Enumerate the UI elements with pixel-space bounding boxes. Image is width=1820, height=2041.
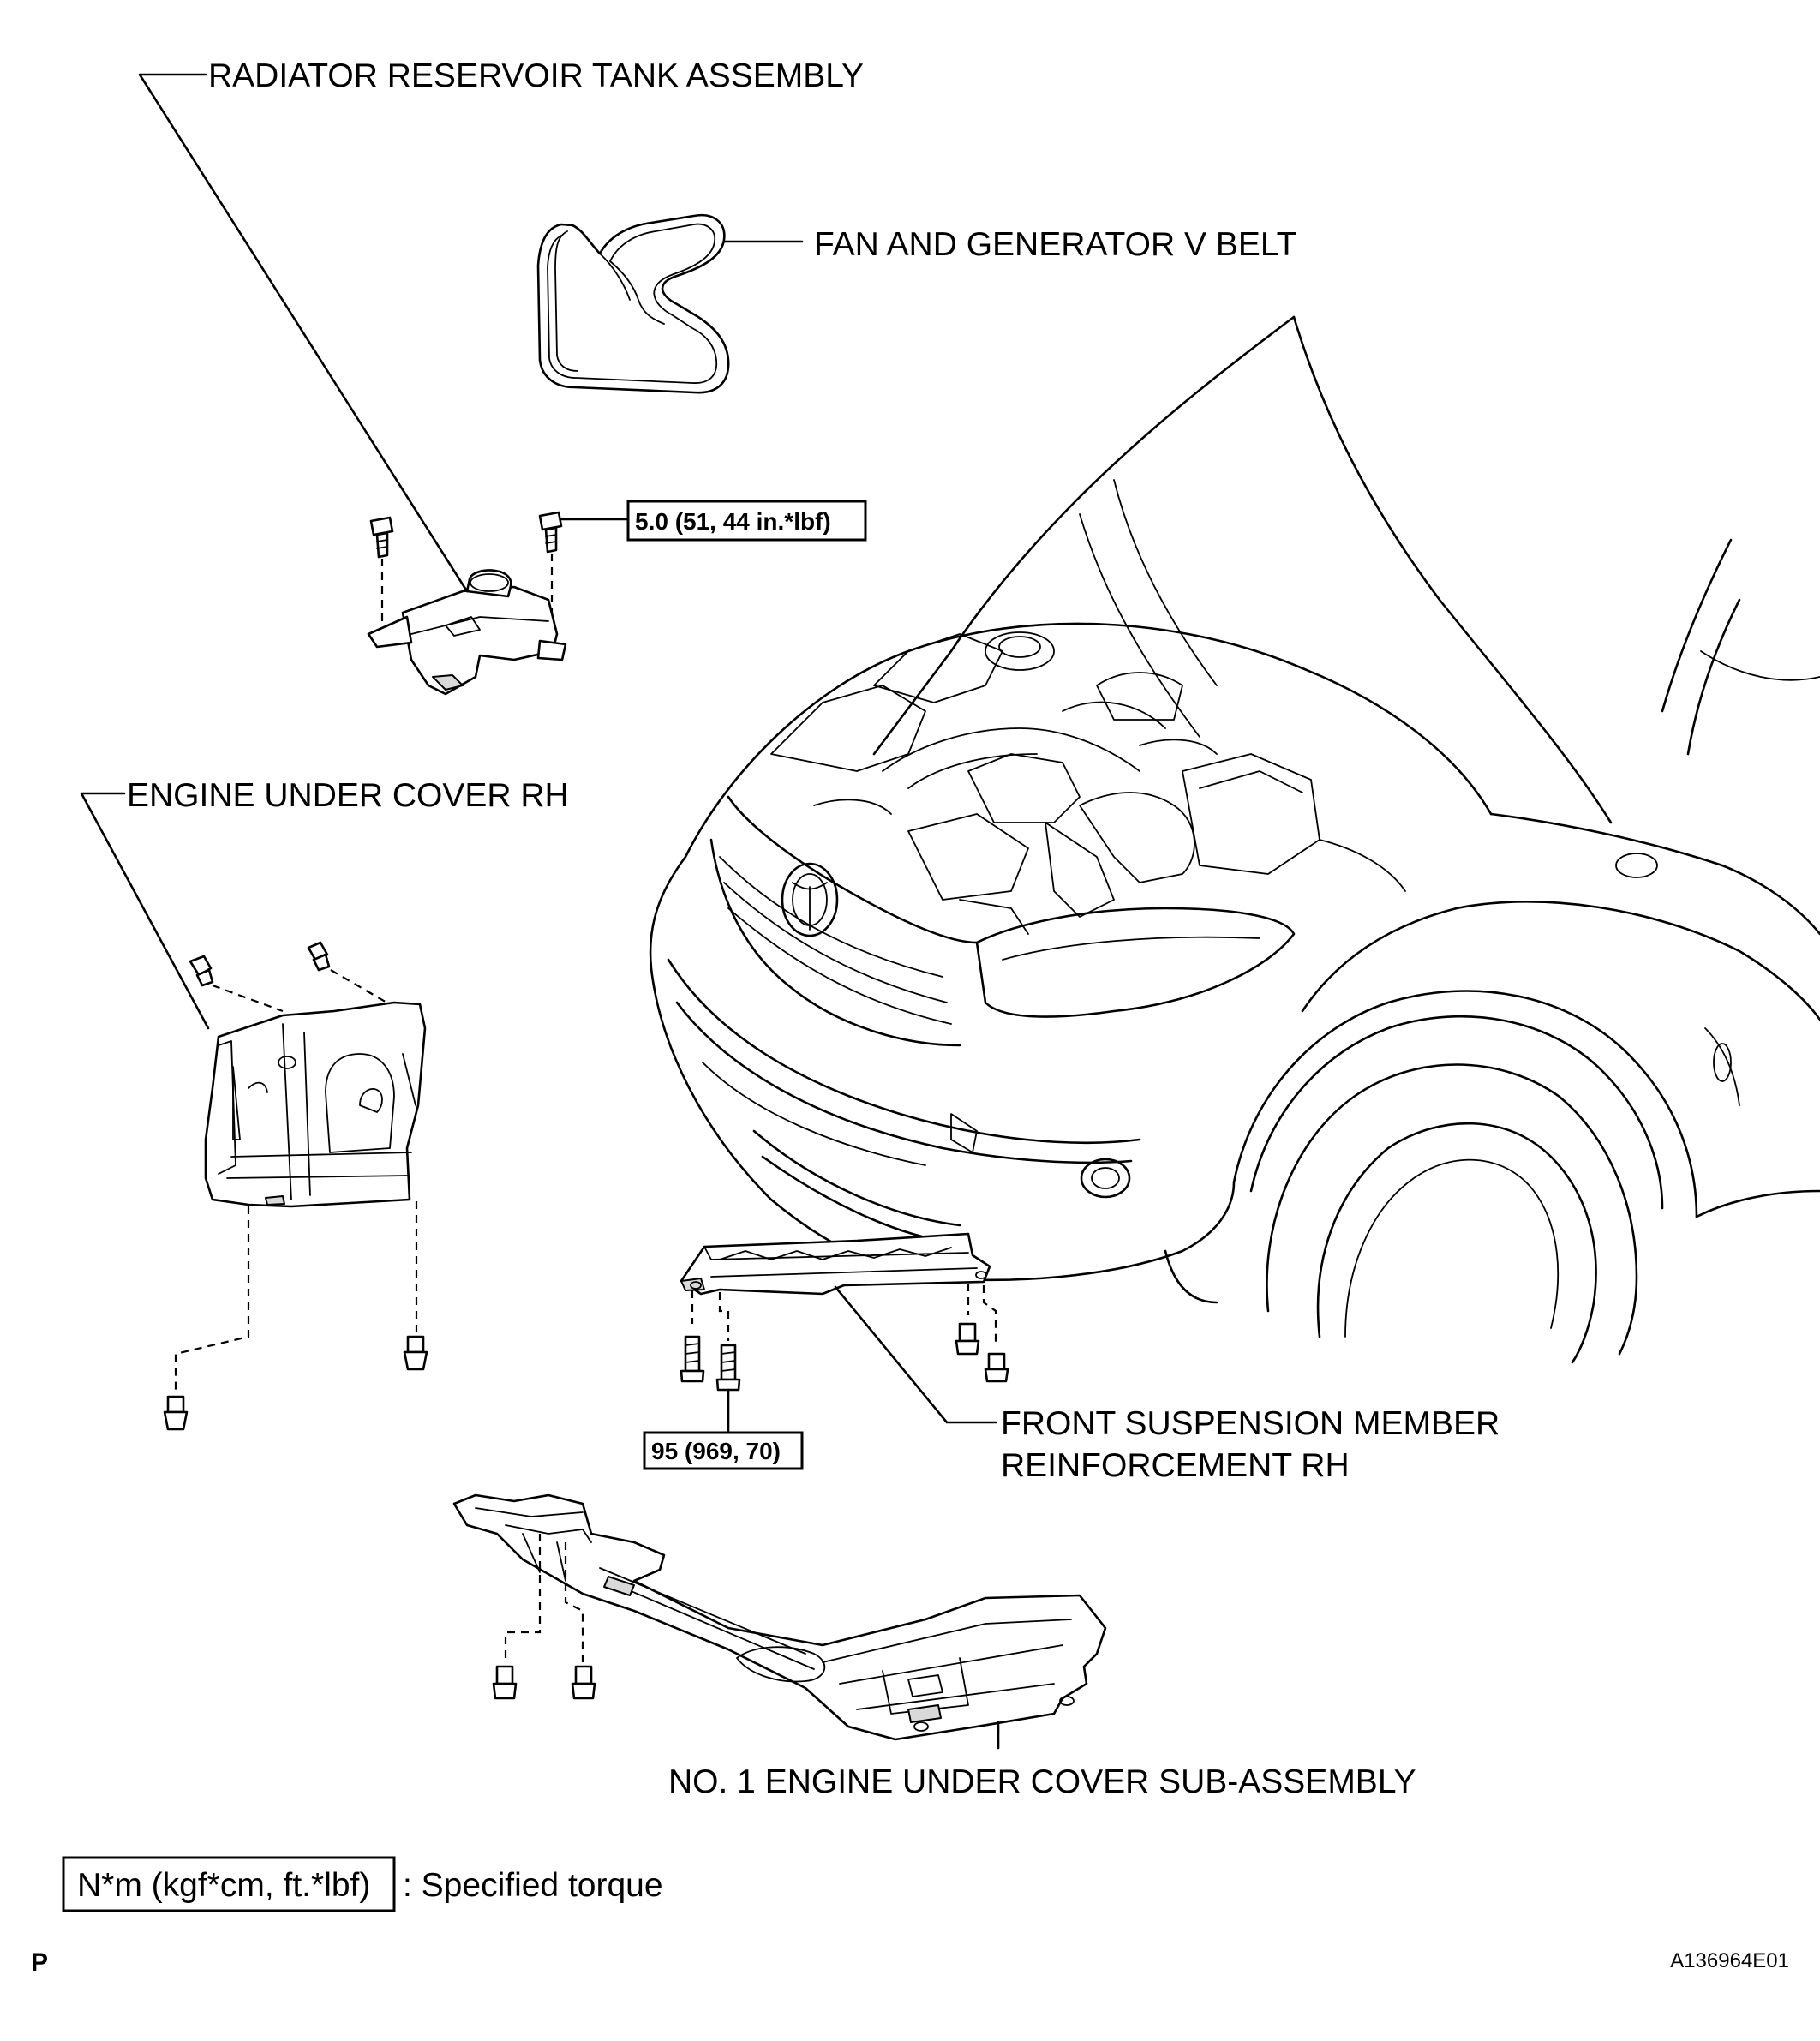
torque-value-reservoir: 5.0 (51, 44 in.*lbf) [635, 508, 831, 535]
label-suspension-reinforcement-line2: REINFORCEMENT RH [1001, 1447, 1350, 1484]
torque-legend: N*m (kgf*cm, ft.*lbf) : Specified torque [62, 1856, 663, 1912]
label-no1-under-cover: NO. 1 ENGINE UNDER COVER SUB-ASSEMBLY [668, 1763, 1416, 1800]
torque-box-suspension: 95 (969, 70) [643, 1431, 804, 1470]
leader-lines [80, 73, 1000, 1750]
no1-under-cover-illustration [452, 1493, 1107, 1748]
reservoir-bolt-right [538, 511, 563, 554]
vehicle-illustration [649, 315, 1820, 1364]
bolt [984, 1352, 1009, 1383]
torque-box-reservoir: 5.0 (51, 44 in.*lbf) [626, 500, 867, 542]
label-reservoir-tank: RADIATOR RESERVOIR TANK ASSEMBLY [208, 57, 864, 94]
bolt [571, 1665, 596, 1700]
figure-id: A136964E01 [1670, 1949, 1789, 1972]
torque-value-suspension: 95 (969, 70) [651, 1438, 781, 1464]
page-letter: P [31, 1948, 48, 1977]
reservoir-bolt-left [369, 516, 394, 559]
suspension-reinforcement-illustration [680, 1232, 1009, 1392]
bolt [955, 1322, 980, 1356]
bolt [492, 1665, 518, 1700]
clip [403, 1335, 428, 1371]
reservoir-tank-illustration [367, 511, 567, 696]
engine-compartment [770, 631, 1406, 935]
label-under-cover-rh: ENGINE UNDER COVER RH [127, 777, 569, 814]
legend-description: : Specified torque [403, 1867, 663, 1904]
clip [163, 1395, 189, 1431]
engine-under-cover-rh-illustration [163, 941, 428, 1431]
bolt [715, 1344, 741, 1392]
legend-box-text: N*m (kgf*cm, ft.*lbf) [77, 1867, 370, 1904]
v-belt-illustration [536, 213, 730, 394]
label-suspension-reinforcement-line1: FRONT SUSPENSION MEMBER [1001, 1405, 1500, 1442]
clip [307, 941, 331, 972]
bolt [680, 1335, 705, 1383]
clip [189, 955, 214, 987]
label-v-belt: FAN AND GENERATOR V BELT [814, 226, 1296, 263]
